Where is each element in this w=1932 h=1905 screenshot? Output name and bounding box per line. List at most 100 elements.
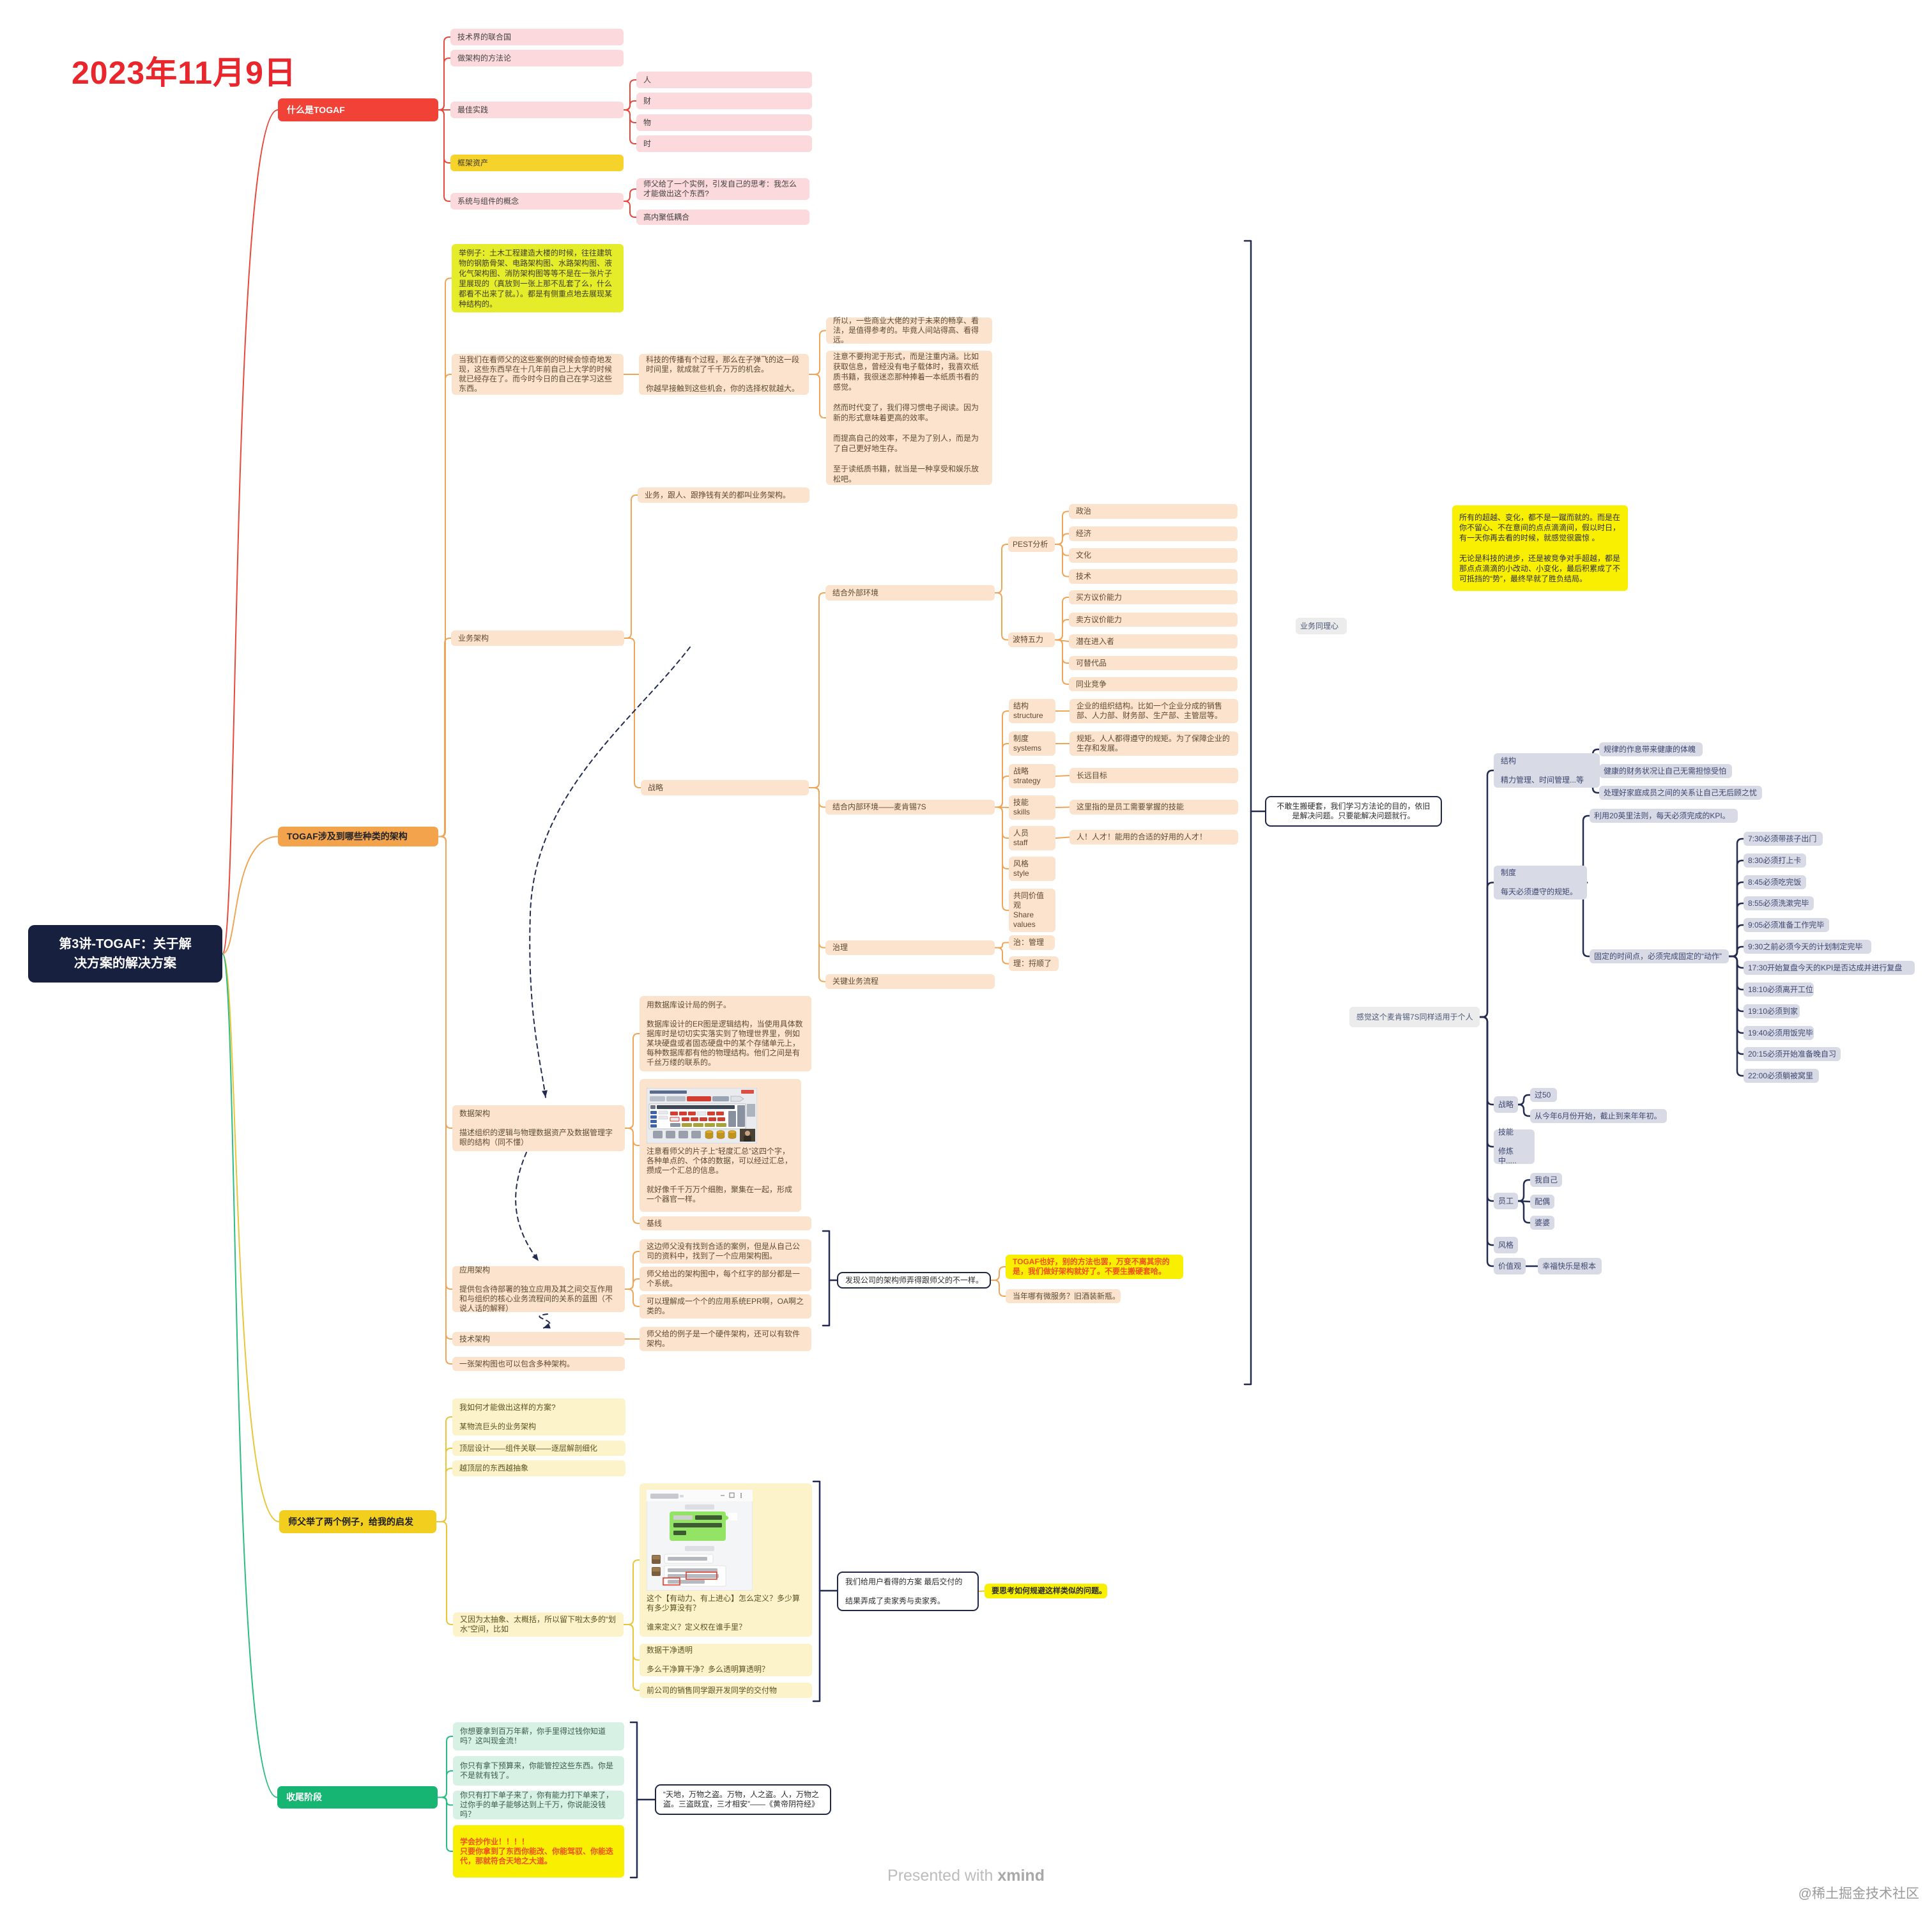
mindmap-topic-g4[interactable]: 技能 修炼中..... (1494, 1128, 1535, 1165)
mindmap-topic-gov1[interactable]: 治：管理 (1009, 935, 1055, 950)
mindmap-topic-g1[interactable]: 结构 精力管理、时间管理...等 (1494, 753, 1600, 788)
mindmap-topic-o4a[interactable]: 用数据库设计局的例子。 数据库设计的ER图是逻辑结构，当使用具体数据库时是切切实… (640, 996, 811, 1071)
mindmap-topic-b1[interactable]: 什么是TOGAF (278, 98, 438, 121)
mindmap-topic-sc5[interactable]: 9:05必须准备工作完毕 (1744, 918, 1829, 932)
mindmap-topic-g2b[interactable]: 固定的时间点，必须完成固定的“动作” (1590, 949, 1729, 963)
mindmap-topic-gov2[interactable]: 理：捋顺了 (1009, 956, 1059, 971)
mindmap-topic-r5[interactable]: 系统与组件的概念 (450, 193, 624, 210)
mindmap-topic-o4[interactable]: 数据架构 描述组织的逻辑与物理数据资产及数据管理字眼的结构（同不懂） (452, 1105, 625, 1151)
mindmap-topic-o3b3[interactable]: 治理 (825, 940, 995, 955)
mindmap-topic-o2[interactable]: 当我们在看师父的这些案例的时候会惊奇地发现，这些东西早在十几年前自己上大学的时候… (452, 354, 624, 395)
mindmap-topic-c3[interactable]: 我们给用户看得的方案 最后交付的 结果弄成了卖家秀与卖家秀。 (837, 1572, 979, 1611)
mindmap-topic-porter2[interactable]: 卖方议价能力 (1069, 613, 1238, 627)
mindmap-topic-g1a[interactable]: 规律的作息带来健康的体魄 (1599, 742, 1703, 756)
mindmap-topic-g5b[interactable]: 配偶 (1530, 1195, 1554, 1209)
mindmap-topic-g3[interactable]: 战略 (1494, 1096, 1518, 1113)
mindmap-topic-pest3[interactable]: 文化 (1069, 548, 1238, 563)
mindmap-topic-o3b[interactable]: 战略 (641, 780, 809, 795)
mindmap-topic-c2b[interactable]: 当年哪有微服务？旧酒装新瓶。 (1006, 1289, 1121, 1303)
mindmap-topic-s7g[interactable]: 共同价值观 Share values (1009, 889, 1055, 932)
mindmap-topic-f2[interactable]: 所有的超越、变化，都不是一蹴而就的。而是在你不留心、不在意间的点点滴滴间，假以时… (1452, 505, 1628, 591)
mindmap-topic-o2a2[interactable]: 注意不要拘泥于形式，而是注重内涵。比如获取信息，曾经没有电子载体时，我喜欢纸质书… (826, 351, 992, 485)
mindmap-topic-g5c[interactable]: 婆婆 (1530, 1216, 1554, 1230)
mindmap-topic-y2[interactable]: 顶层设计——组件关联——逐层解剖细化 (452, 1441, 625, 1456)
mindmap-topic-g5[interactable]: 员工 (1494, 1193, 1518, 1209)
mindmap-topic-c2[interactable]: 发现公司的架构师弄得跟师父的不一样。 (837, 1272, 991, 1289)
mindmap-topic-o5a[interactable]: 这边师父没有找到合适的案例，但是从自己公司的资料中，找到了一个应用架构图。 (640, 1239, 811, 1264)
mindmap-topic-r3a[interactable]: 人 (636, 72, 812, 88)
mindmap-topic-porter[interactable]: 波特五力 (1008, 632, 1055, 647)
mindmap-topic-g0[interactable]: 感觉这个麦肯锡7S同样适用于个人 (1349, 1007, 1480, 1027)
mindmap-topic-o4c[interactable]: 基线 (640, 1216, 811, 1230)
mindmap-topic-b3[interactable]: 师父举了两个例子，给我的启发 (279, 1510, 436, 1533)
mindmap-topic-g3b[interactable]: 从今年6月份开始，截止到来年年初。 (1530, 1109, 1667, 1123)
mindmap-topic-o5[interactable]: 应用架构 提供包含待部署的独立应用及其之间交互作用和与组织的核心业务流程间的关系… (452, 1266, 625, 1313)
mindmap-topic-r3[interactable]: 最佳实践 (450, 102, 624, 118)
mindmap-topic-gr1[interactable]: 你想要拿到百万年薪，你手里得过钱你知道吗？这叫现金流！ (453, 1722, 624, 1750)
mindmap-topic-sc3[interactable]: 8:45必须吃完饭 (1744, 875, 1806, 889)
mindmap-topic-s7b[interactable]: 制度 systems (1009, 731, 1055, 756)
mindmap-topic-r4[interactable]: 框架资产 (450, 155, 624, 171)
mindmap-topic-sc7[interactable]: 17:30开始复盘今天的KPI是否达成并进行复盘 (1744, 961, 1915, 975)
mindmap-topic-o7[interactable]: 一张架构图也可以包含多种架构。 (452, 1357, 625, 1371)
mindmap-topic-sc12[interactable]: 22:00必须躺被窝里 (1744, 1069, 1819, 1083)
mindmap-topic-y1[interactable]: 我如何才能做出这样的方案? 某物流巨头的业务架构 (452, 1398, 625, 1435)
mindmap-topic-o2a[interactable]: 科技的传播有个过程，那么在子弹飞的这一段时间里，就成就了千千万万的机会。 你越早… (639, 354, 809, 395)
mindmap-topic-porter3[interactable]: 潜在进入者 (1069, 634, 1238, 648)
mindmap-topic-g1c[interactable]: 处理好家庭成员之间的关系让自己无后顾之忧 (1599, 786, 1762, 800)
mindmap-topic-s7b1[interactable]: 规矩。人人都得遵守的规矩。为了保障企业的生存和发展。 (1070, 731, 1238, 756)
mindmap-topic-o3b4[interactable]: 关键业务流程 (825, 974, 995, 989)
mindmap-topic-sc4[interactable]: 8:55必须洗漱完毕 (1744, 896, 1814, 910)
mindmap-topic-f1[interactable]: 业务同理心 (1296, 618, 1347, 634)
mindmap-topic-g7a[interactable]: 幸福快乐是根本 (1538, 1258, 1602, 1274)
mindmap-topic-y4a[interactable]: 这个【有动力、有上进心】怎么定义？多少算有多少算没有？ 谁来定义？定义权在谁手里… (640, 1483, 812, 1637)
mindmap-topic-r1[interactable]: 技术界的联合国 (450, 29, 624, 45)
mindmap-topic-sc9[interactable]: 19:10必须到家 (1744, 1004, 1800, 1018)
mindmap-topic-r2[interactable]: 做架构的方法论 (450, 50, 624, 66)
mindmap-topic-gr2[interactable]: 你只有拿下预算来，你能管控这些东西。你是不是就有钱了。 (453, 1756, 624, 1786)
mindmap-topic-root[interactable]: 第3讲-TOGAF：关于解 决方案的解决方案 (28, 925, 222, 983)
mindmap-topic-o4b[interactable]: 注意看师父的片子上“轻度汇总”这四个字，各种单点的、个体的数据，可以经过汇总，攒… (640, 1079, 801, 1212)
mindmap-topic-g2a[interactable]: 利用20英里法则，每天必须完成的KPI。 (1590, 809, 1738, 823)
mindmap-topic-o3b2[interactable]: 结合内部环境——麦肯锡7S (825, 800, 995, 815)
mindmap-topic-y4b[interactable]: 数据干净透明 多么干净算干净？多么透明算透明？ (640, 1644, 812, 1676)
mindmap-topic-s7d1[interactable]: 这里指的是员工需要掌握的技能 (1070, 800, 1238, 815)
mindmap-topic-sc8[interactable]: 18:10必须离开工位 (1744, 983, 1814, 997)
mindmap-topic-o3[interactable]: 业务架构 (451, 631, 624, 646)
mindmap-topic-gr3[interactable]: 你只有打下单子来了，你有能力打下单来了，过你手的单子能够达到上千万，你说能没钱吗… (453, 1791, 624, 1819)
mindmap-topic-sc11[interactable]: 20:15必须开始准备晚自习 (1744, 1047, 1841, 1061)
mindmap-topic-s7a1[interactable]: 企业的组织结构。比如一个企业分成的销售部、人力部、财务部、生产部、主管层等。 (1070, 699, 1238, 723)
mindmap-topic-s7f[interactable]: 风格 style (1009, 857, 1055, 881)
mindmap-topic-g1b[interactable]: 健康的财务状况让自己无需担惊受怕 (1599, 764, 1732, 778)
mindmap-topic-y4[interactable]: 又因为太抽象、太概括，所以留下啦太多的“划水”空间，比如 (453, 1612, 624, 1637)
mindmap-topic-g3a[interactable]: 过50 (1530, 1088, 1557, 1102)
mindmap-topic-y4c[interactable]: 前公司的销售同学跟开发同学的交付物 (640, 1683, 812, 1698)
mindmap-topic-sc2[interactable]: 8:30必须打上卡 (1744, 853, 1806, 868)
mindmap-topic-y3[interactable]: 越顶层的东西越抽象 (452, 1460, 625, 1476)
mindmap-topic-b4[interactable]: 收尾阶段 (277, 1786, 438, 1809)
mindmap-topic-porter1[interactable]: 买方议价能力 (1069, 590, 1238, 604)
mindmap-topic-o6a[interactable]: 师父给的例子是一个硬件架构，还可以有软件架构。 (640, 1327, 811, 1351)
mindmap-topic-c1[interactable]: 不敢生搬硬套，我们学习方法论的目的，依旧是解决问题。只要能解决问题就行。 (1265, 796, 1442, 827)
mindmap-topic-g2[interactable]: 制度 每天必须遵守的规矩。 (1494, 866, 1587, 899)
mindmap-topic-s7e1[interactable]: 人！人才！能用的合适的好用的人才！ (1070, 830, 1238, 845)
mindmap-topic-o5c[interactable]: 可以理解成一个个的应用系统EPR啊，OA啊之类的。 (640, 1294, 811, 1319)
mindmap-topic-s7c[interactable]: 战略 strategy (1009, 764, 1055, 788)
mindmap-topic-s7c1[interactable]: 长远目标 (1070, 768, 1238, 783)
mindmap-topic-c3a[interactable]: 要思考如何规避这样类似的问题。 (985, 1584, 1107, 1598)
mindmap-topic-r3b[interactable]: 财 (636, 93, 812, 109)
mindmap-topic-g7[interactable]: 价值观 (1494, 1258, 1526, 1274)
mindmap-topic-porter5[interactable]: 同业竞争 (1069, 677, 1238, 691)
mindmap-topic-pest4[interactable]: 技术 (1069, 569, 1238, 584)
mindmap-topic-o3a[interactable]: 业务，跟人、跟挣钱有关的都叫业务架构。 (638, 487, 809, 503)
mindmap-topic-pest1[interactable]: 政治 (1069, 504, 1238, 519)
mindmap-topic-r3d[interactable]: 时 (636, 135, 812, 152)
mindmap-topic-pest2[interactable]: 经济 (1069, 526, 1238, 541)
mindmap-topic-r5b[interactable]: 高内聚低耦合 (636, 210, 809, 225)
mindmap-topic-porter4[interactable]: 可替代品 (1069, 656, 1238, 670)
mindmap-topic-s7d[interactable]: 技能 skills (1009, 795, 1055, 820)
mindmap-topic-o6[interactable]: 技术架构 (452, 1332, 625, 1346)
mindmap-topic-o3b1[interactable]: 结合外部环境 (825, 585, 995, 601)
mindmap-topic-sc6[interactable]: 9:30之前必须今天的计划制定完毕 (1744, 940, 1871, 954)
mindmap-topic-s7a[interactable]: 结构 structure (1009, 699, 1055, 723)
